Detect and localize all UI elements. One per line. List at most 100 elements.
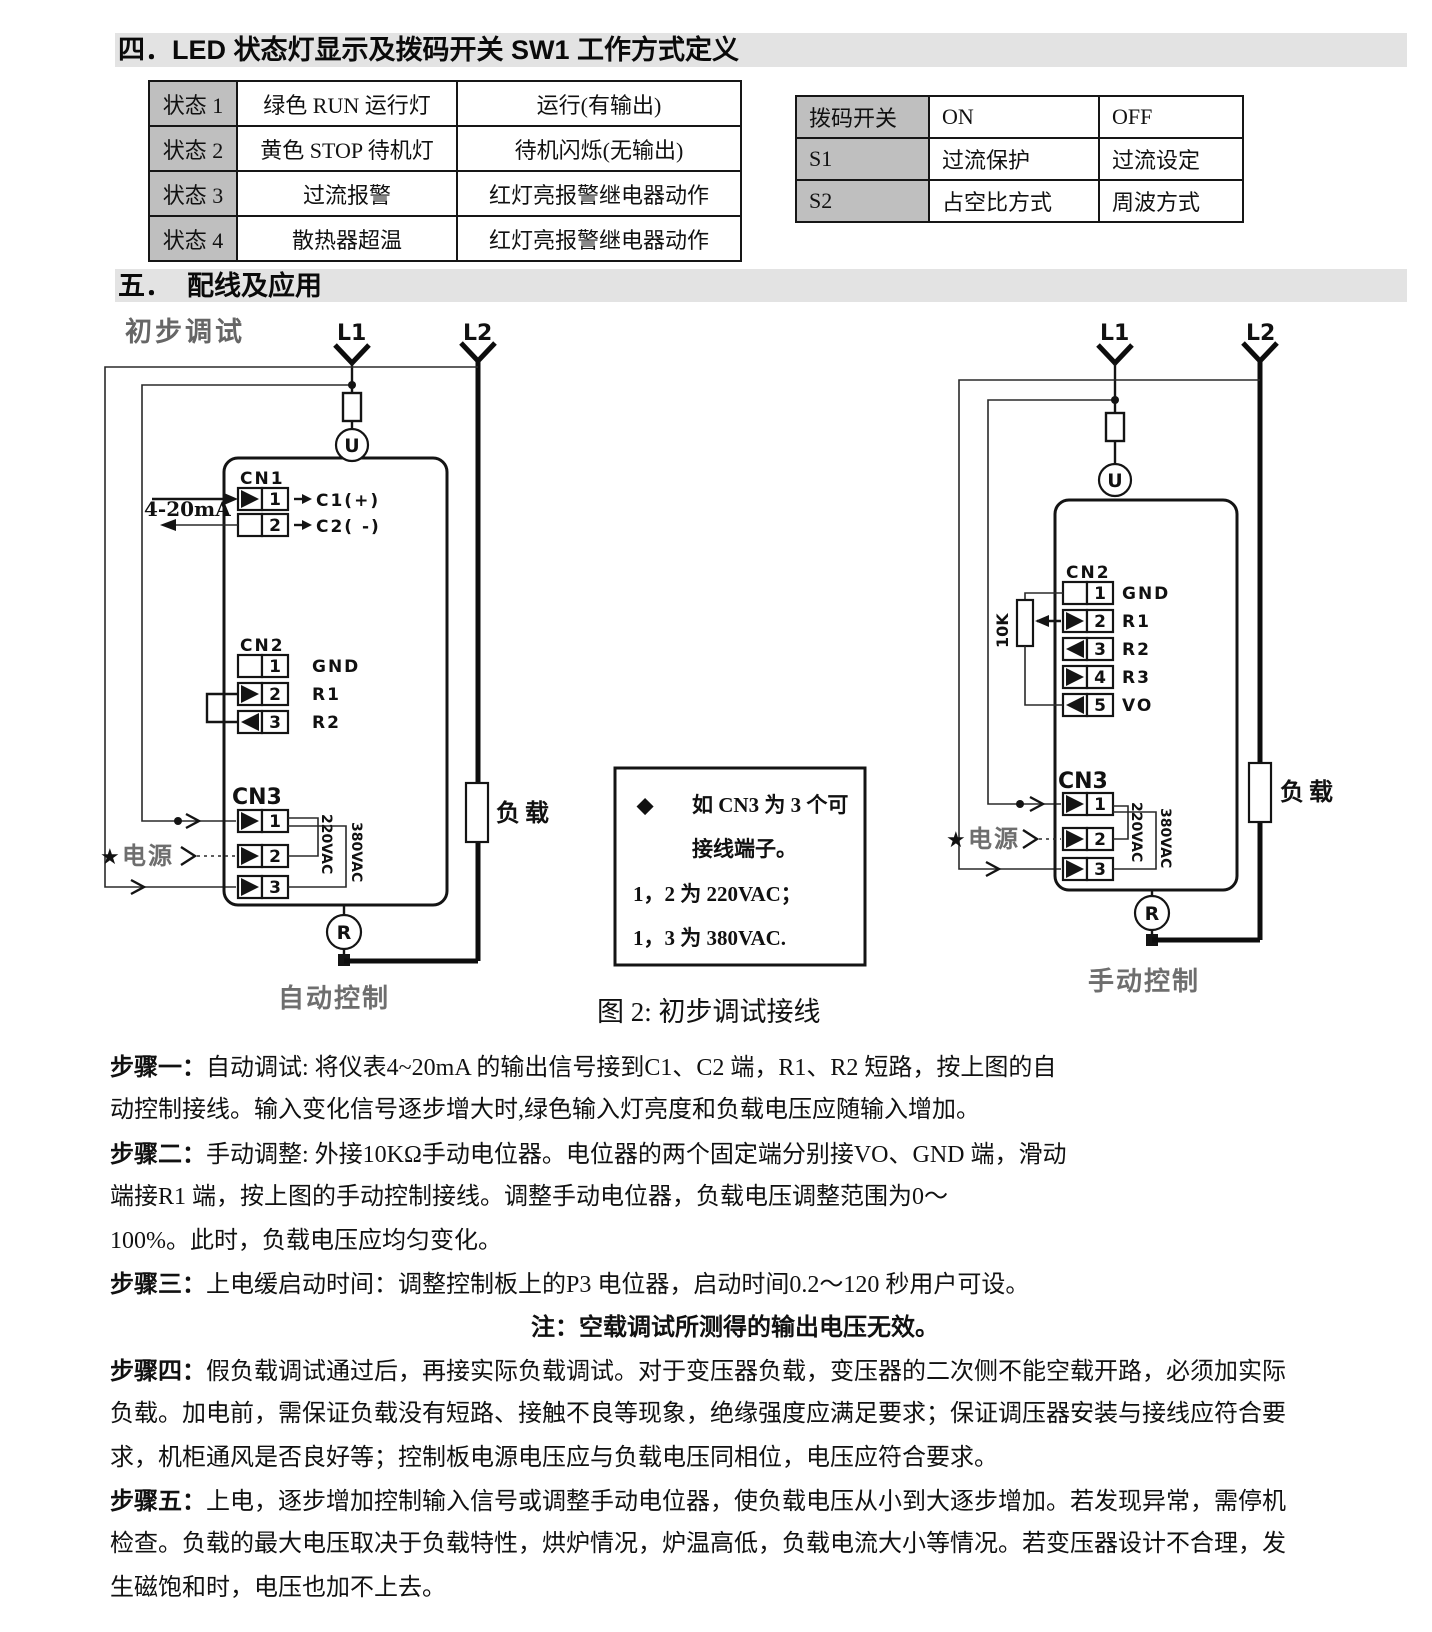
- v220-label: 220VAC: [1128, 802, 1144, 862]
- figure-caption: 图 2: 初步调试接线: [597, 997, 821, 1027]
- table-cell: 运行(有输出): [456, 80, 742, 127]
- table-cell: S2: [795, 179, 930, 223]
- l1-label: L1: [337, 321, 366, 346]
- star-icon: ★: [100, 844, 120, 869]
- svg-text:5: 5: [1094, 696, 1106, 716]
- note-line4: 1，3 为 380VAC.: [633, 926, 786, 950]
- cn3-connector: CN3 1 2 3 220VAC 380VAC: [1058, 769, 1173, 882]
- step-text: 注：空载调试所测得的输出电压无效。: [531, 1314, 939, 1342]
- table-cell: OFF: [1098, 95, 1244, 139]
- potentiometer: 10K: [993, 592, 1063, 706]
- l1-antenna-icon: [1096, 343, 1134, 367]
- step-text: 动控制接线。输入变化信号逐步增大时,绿色输入灯亮度和负载电压应随输入增加。: [110, 1097, 980, 1124]
- fuse: [1104, 411, 1126, 443]
- l2-label: L2: [463, 321, 492, 346]
- r1-label: R1: [1122, 612, 1151, 632]
- r3-label: R3: [1122, 668, 1151, 688]
- controller-box: [1053, 498, 1239, 892]
- power-entry: ★ 电源: [946, 825, 1061, 853]
- step-lead: 步骤四：: [110, 1357, 206, 1385]
- svg-text:1: 1: [1094, 795, 1106, 815]
- svg-text:1: 1: [269, 490, 281, 510]
- load-box: [1247, 761, 1273, 824]
- svg-text:1: 1: [269, 812, 281, 832]
- r-meter-label: R: [337, 922, 352, 944]
- step-lead: 步骤二：: [110, 1140, 206, 1168]
- svg-text:2: 2: [269, 847, 281, 867]
- step-text: 端接R1 端，按上图的手动控制接线。调整手动电位器，负载电压调整范围为0～: [110, 1184, 949, 1211]
- table-cell: 过流保护: [928, 137, 1100, 181]
- step-text: 自动调试: 将仪表4~20mA 的输出信号接到C1、C2 端，R1、R2 短路，…: [206, 1055, 1057, 1081]
- cn2-connector: CN2 1 GND 2 R1 3 R2: [205, 636, 360, 735]
- load-box: [464, 781, 490, 844]
- l2-label: L2: [1246, 321, 1275, 346]
- step-text: 假负载调试通过后，再接实际负载调试。对于变压器负载，变压器的二次侧不能空载开路，…: [206, 1358, 1286, 1385]
- cn2-label: CN2: [1066, 563, 1111, 583]
- cn3-label: CN3: [1058, 769, 1108, 794]
- right-wiring-diagram: L1 L2 U CN2 1 GND: [946, 321, 1333, 997]
- manual-control-caption: 手动控制: [1088, 967, 1200, 997]
- text-line: 注：空载调试所测得的输出电压无效。: [110, 1306, 1360, 1349]
- r1-label: R1: [312, 685, 341, 705]
- c1-label: C1(+): [316, 491, 380, 511]
- table-cell: 待机闪烁(无输出): [456, 125, 742, 172]
- power-label: 电源: [122, 842, 174, 870]
- svg-text:1: 1: [269, 657, 281, 677]
- table-cell: 过流报警: [236, 170, 458, 217]
- step-text: 检查。负载的最大电压取决于负载特性，烘炉情况，炉温高低，负载电流大小等情况。若变…: [110, 1531, 1286, 1558]
- u-meter-label: U: [344, 435, 359, 457]
- step-text: 生磁饱和时，电压也加不上去。: [110, 1574, 446, 1601]
- u-meter-circle: [334, 427, 370, 463]
- table-cell: 周波方式: [1098, 179, 1244, 223]
- svg-text:2: 2: [1094, 612, 1106, 632]
- table-cell: 红灯亮报警继电器动作: [456, 215, 742, 262]
- power-label: 电源: [968, 825, 1020, 853]
- svg-text:2: 2: [269, 516, 281, 536]
- pot-10k-label: 10K: [993, 613, 1012, 648]
- table-cell: 过流设定: [1098, 137, 1244, 181]
- table-cell: 散热器超温: [236, 215, 458, 262]
- u-meter-label: U: [1107, 470, 1122, 492]
- section5-title: 五． 配线及应用: [118, 271, 323, 301]
- text-line: 步骤三：上电缓启动时间：调整控制板上的P3 电位器，启动时间0.2～120 秒用…: [110, 1263, 1360, 1306]
- inner-wire: [141, 384, 352, 822]
- note-line2: 接线端子。: [692, 837, 797, 861]
- text-line: 步骤四：假负载调试通过后，再接实际负载调试。对于变压器负载，变压器的二次侧不能空…: [110, 1350, 1360, 1393]
- section4-heading-bar: 四．LED 状态灯显示及拨码开关 SW1 工作方式定义: [115, 33, 1407, 67]
- body-text: 步骤一：自动调试: 将仪表4~20mA 的输出信号接到C1、C2 端，R1、R2…: [110, 1046, 1360, 1610]
- step-text: 求，机柜通风是否良好等；控制板电源电压应与负载电压同相位，电压应符合要求。: [110, 1444, 998, 1471]
- gnd-label: GND: [312, 657, 360, 677]
- table-cell: 状态 2: [148, 125, 238, 172]
- section4-title: 四．LED 状态灯显示及拨码开关 SW1 工作方式定义: [118, 35, 740, 65]
- cn3-label: CN3: [232, 785, 282, 810]
- step-text: 负载。加电前，需保证负载没有短路、接触不良等现象，绝缘强度应满足要求；保证调压器…: [110, 1401, 1286, 1428]
- svg-text:1: 1: [1094, 584, 1106, 604]
- l1-antenna-icon: [333, 343, 371, 367]
- note-line1: 如 CN3 为 3 个可: [692, 793, 848, 817]
- step-lead: 步骤一：: [110, 1054, 206, 1081]
- section5-heading-bar: 五． 配线及应用: [115, 269, 1407, 302]
- note-box: ◆ 如 CN3 为 3 个可 接线端子。 1，2 为 220VAC； 1，3 为…: [613, 766, 867, 967]
- cn2-label: CN2: [240, 636, 285, 656]
- cn2-connector: CN2 1 GND 2 R1 3 R2 4 R3: [1061, 563, 1168, 718]
- table-cell: S1: [795, 137, 930, 181]
- v380-label: 380VAC: [348, 822, 364, 882]
- auto-control-caption: 自动控制: [278, 983, 390, 1014]
- table-cell: 绿色 RUN 运行灯: [236, 80, 458, 127]
- u-meter-circle: [1097, 462, 1133, 498]
- wiring-diagram-svg: 初步调试 L1 L2 U CN1: [100, 317, 1333, 1027]
- text-line: 负载。加电前，需保证负载没有短路、接触不良等现象，绝缘强度应满足要求；保证调压器…: [110, 1393, 1360, 1436]
- svg-text:2: 2: [269, 685, 281, 705]
- note-bullet: ◆: [636, 793, 654, 817]
- svg-text:3: 3: [1094, 860, 1106, 880]
- step-lead: 步骤三：: [110, 1270, 206, 1298]
